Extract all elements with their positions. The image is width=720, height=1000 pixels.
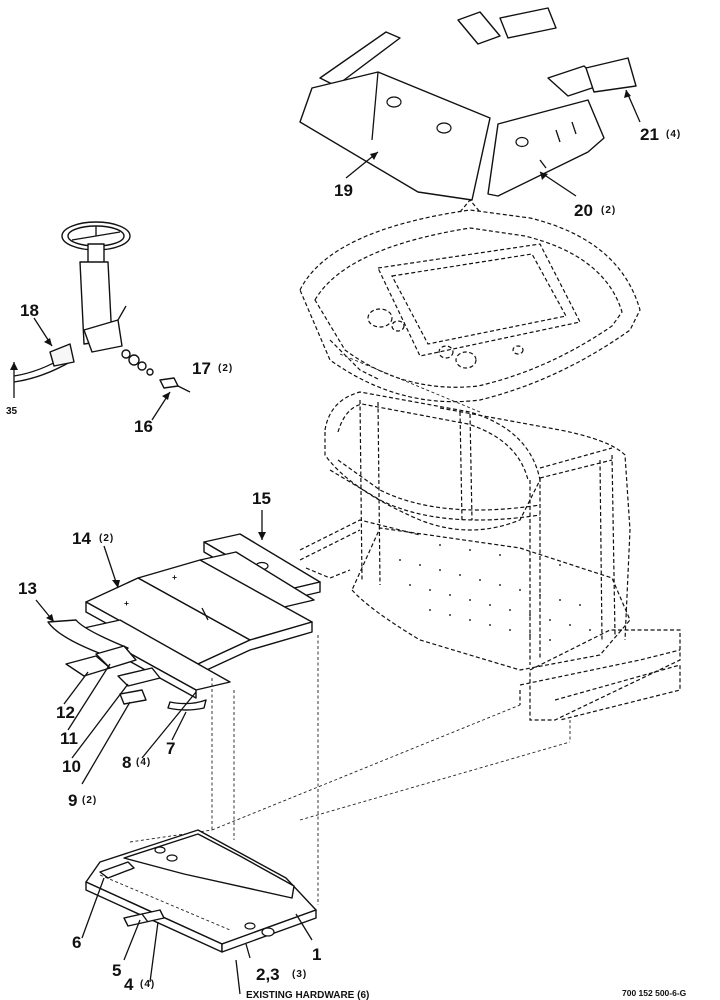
callout-35: 35 bbox=[6, 406, 18, 417]
callout-6: 6 bbox=[72, 933, 81, 952]
callout-13: 13 bbox=[18, 579, 37, 598]
callout-19: 19 bbox=[334, 181, 353, 200]
projection-lines bbox=[129, 635, 571, 905]
callout-10: 10 bbox=[62, 757, 81, 776]
washer bbox=[137, 361, 147, 371]
callout-18: 18 bbox=[20, 301, 39, 320]
clip bbox=[159, 377, 179, 389]
callout-21-qty: (4) bbox=[666, 129, 681, 140]
callout-20: 20 bbox=[574, 201, 593, 220]
knob bbox=[49, 343, 75, 367]
callout-17: 17 bbox=[192, 359, 211, 378]
callout-1: 1 bbox=[312, 945, 321, 964]
callout-11: 11 bbox=[60, 729, 78, 748]
svg-text:+: + bbox=[172, 572, 177, 582]
callout-14: 14 bbox=[72, 529, 91, 548]
floor-pan-assembly bbox=[85, 829, 317, 953]
callout-9: 9 bbox=[68, 791, 77, 810]
callout-20-qty: (2) bbox=[601, 205, 616, 216]
callout-8: 8 bbox=[122, 753, 131, 772]
washer bbox=[146, 368, 154, 376]
callout-2-3: 2,3 bbox=[256, 965, 280, 984]
callout-15: 15 bbox=[252, 489, 271, 508]
strip-7 bbox=[167, 699, 207, 711]
callout-21: 21 bbox=[640, 125, 659, 144]
existing-hardware-note: EXISTING HARDWARE (6) bbox=[246, 990, 369, 1000]
floor-pan-raised bbox=[123, 833, 295, 899]
svg-text:+: + bbox=[124, 598, 129, 608]
callout-7: 7 bbox=[166, 739, 175, 758]
callout-4-qty: (4) bbox=[140, 979, 155, 990]
callout-labels: 19 20 (2) 21 (4) 18 35 17 (2) 16 15 14 (… bbox=[6, 125, 687, 1000]
roof-panel-hole bbox=[515, 136, 529, 148]
bracket-6 bbox=[99, 861, 135, 879]
drawing-number: 700 152 500-6-G bbox=[622, 988, 687, 998]
leader-lines bbox=[10, 89, 641, 995]
strip-5 bbox=[123, 909, 165, 927]
roof-panel-hole bbox=[436, 122, 452, 134]
callout-16: 16 bbox=[134, 417, 153, 436]
roof-panel-small-top-right bbox=[499, 7, 557, 39]
steering-column bbox=[13, 221, 191, 393]
pad-9 bbox=[119, 689, 147, 705]
washer bbox=[121, 349, 131, 359]
roof-panel-hole bbox=[386, 96, 402, 108]
roof-panel-side bbox=[487, 99, 605, 197]
roof-panel-center bbox=[299, 71, 491, 201]
callout-17-qty: (2) bbox=[218, 363, 233, 374]
roof-headliner-panels bbox=[299, 7, 637, 201]
callout-12: 12 bbox=[56, 703, 75, 722]
callout-4: 4 bbox=[124, 975, 134, 994]
steering-column-base bbox=[83, 319, 123, 353]
nut bbox=[128, 354, 140, 366]
floor-mat-assembly: + + bbox=[47, 533, 321, 711]
roof-panel-small-far-right bbox=[585, 57, 637, 93]
callout-8-qty: (4) bbox=[136, 757, 151, 768]
floor-rivets bbox=[399, 544, 591, 641]
wedge-11 bbox=[95, 645, 137, 669]
cab-frame bbox=[299, 391, 681, 721]
callout-5: 5 bbox=[112, 961, 121, 980]
callout-9-qty: (2) bbox=[82, 795, 97, 806]
cab-roof-assembly bbox=[299, 199, 641, 413]
roof-panel-small-top bbox=[457, 11, 501, 45]
pad-10 bbox=[117, 667, 161, 687]
callout-2-3-qty: (3) bbox=[292, 969, 307, 980]
steering-column-top bbox=[87, 243, 105, 265]
callout-14-qty: (2) bbox=[99, 533, 114, 544]
